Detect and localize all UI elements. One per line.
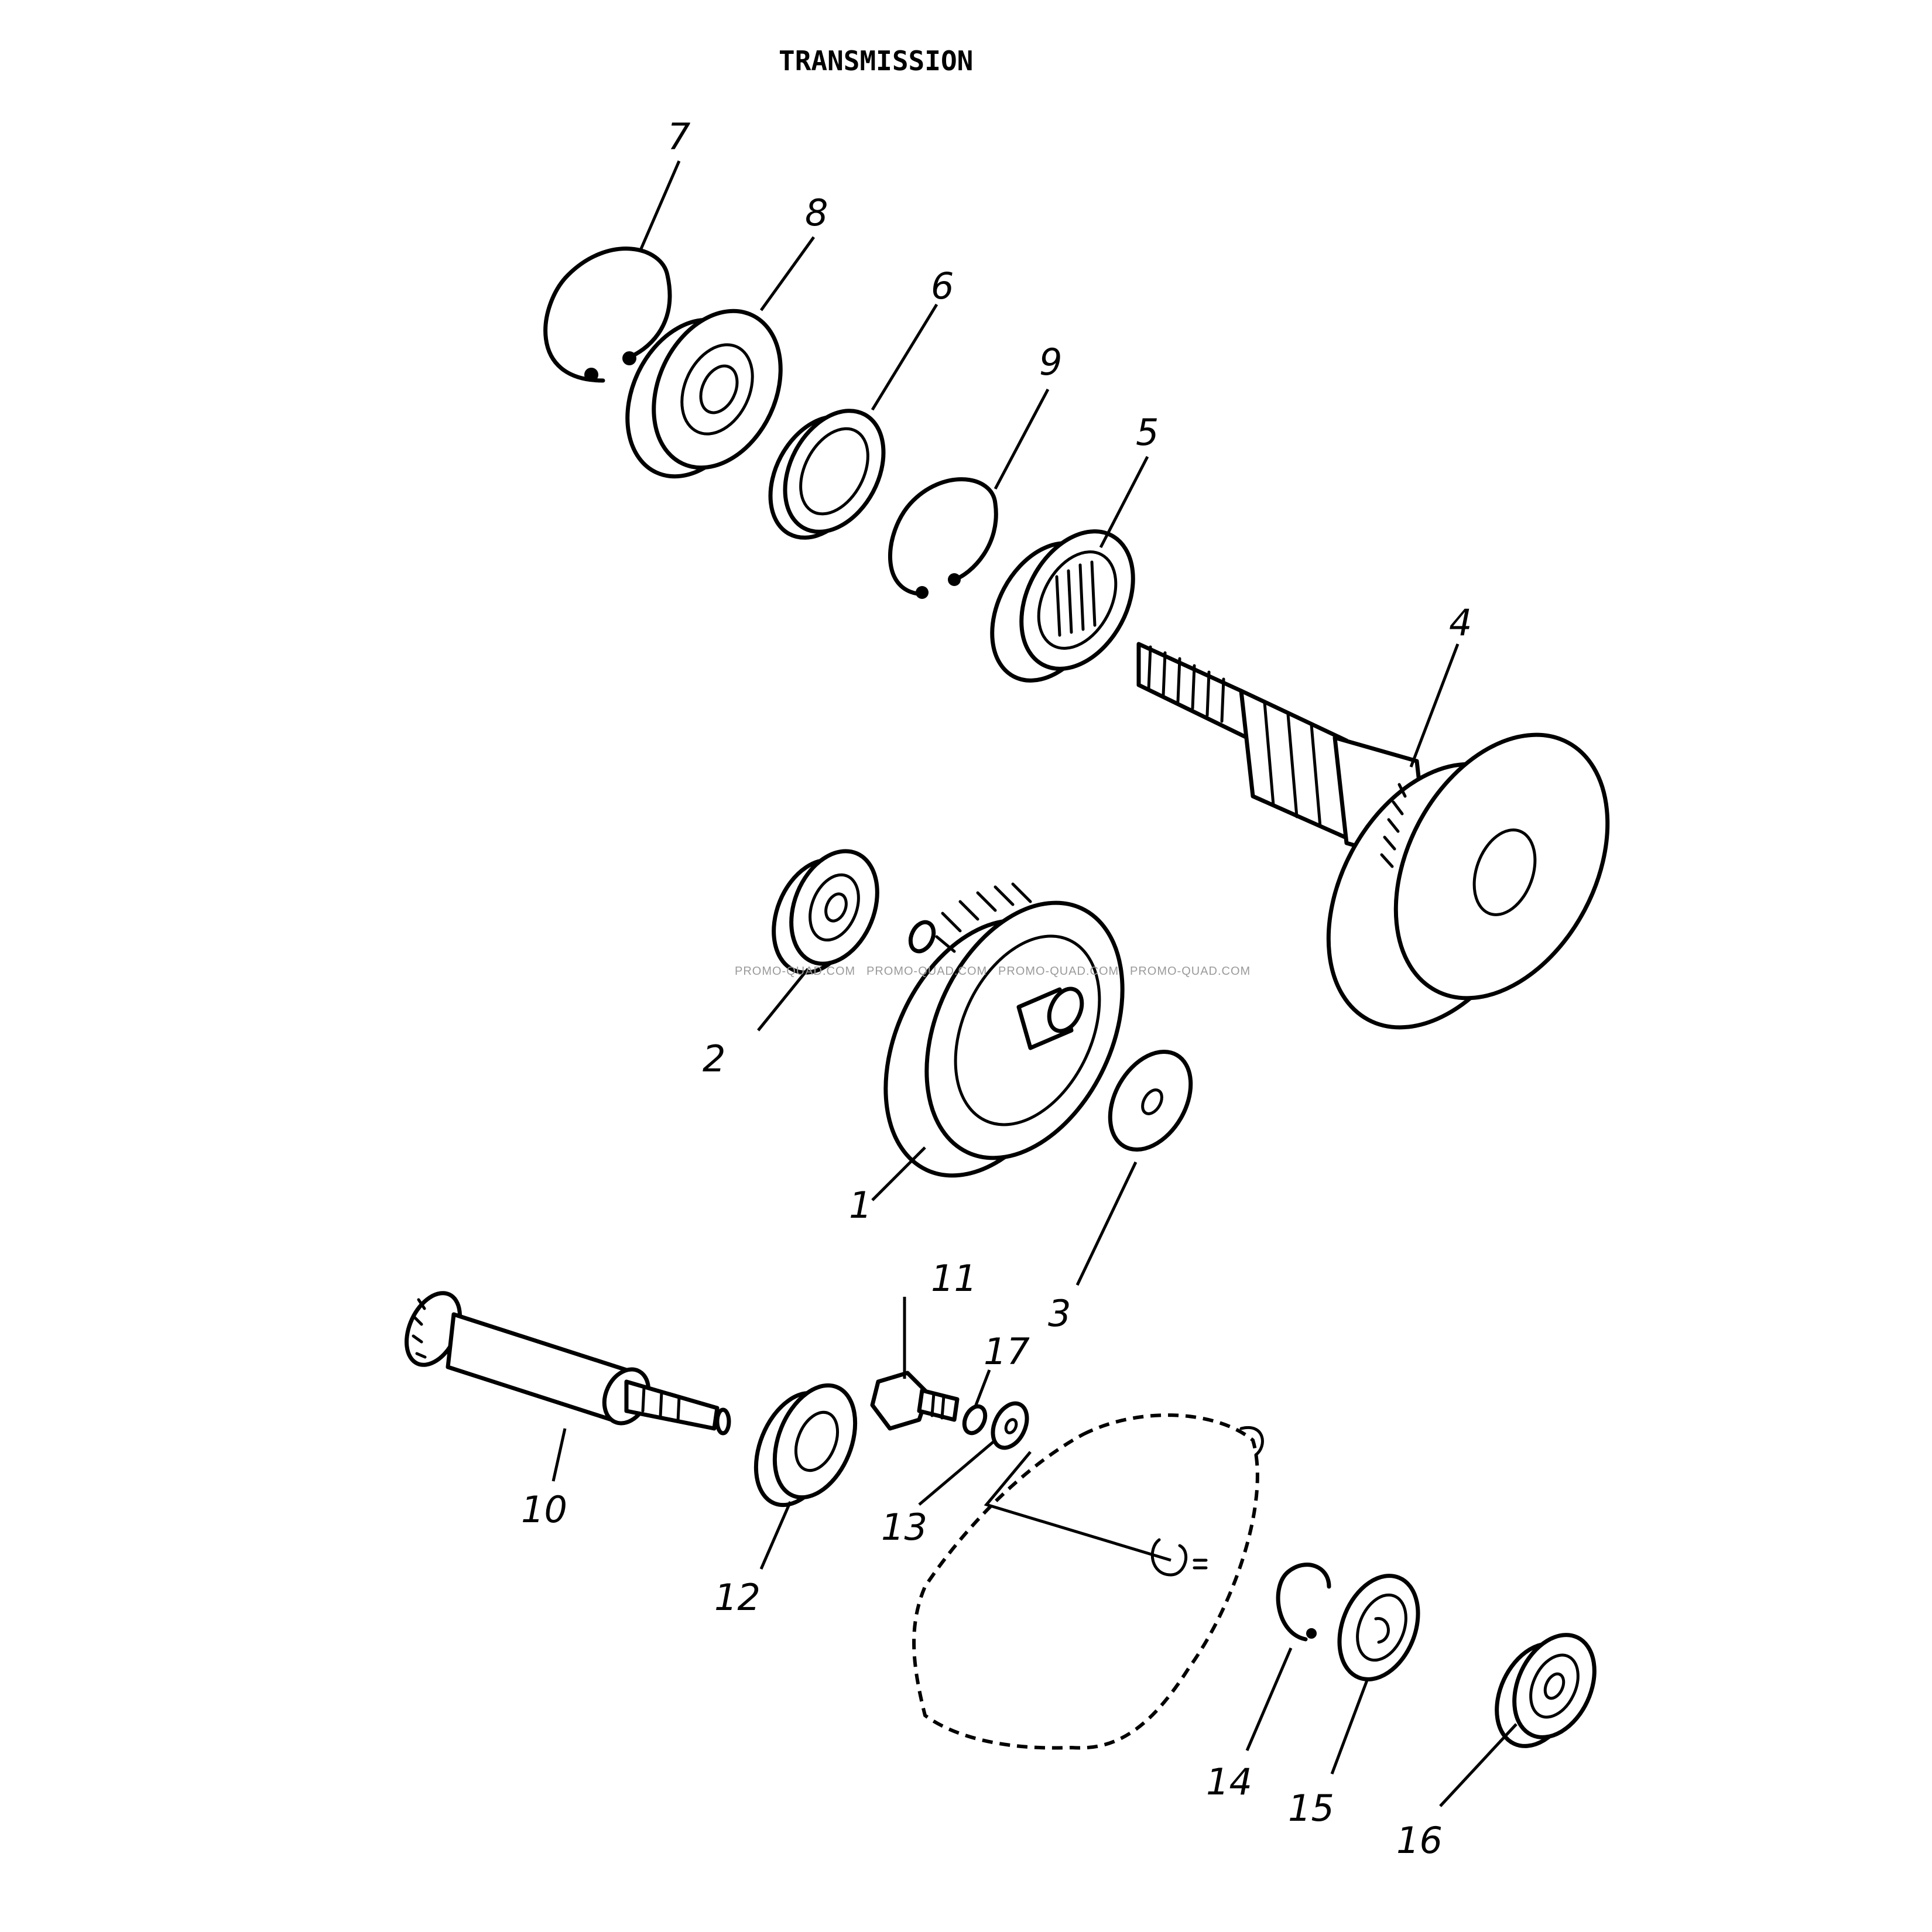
part-2-bearing	[772, 849, 879, 975]
part-8-ball-bearing	[625, 309, 783, 479]
callout-10: 10	[521, 1488, 567, 1531]
callout-11: 11	[931, 1257, 977, 1300]
watermark-text: PROMO-QUAD.COM	[1130, 965, 1251, 978]
callout-6: 6	[931, 265, 954, 307]
callout-4: 4	[1449, 601, 1472, 644]
diagram-title: TRANSMISSION	[779, 45, 973, 77]
part-4-shaft-gear	[1136, 642, 1610, 1030]
leader-lines	[551, 160, 1517, 1807]
callout-12: 12	[714, 1576, 761, 1619]
part-9-circlip	[888, 477, 998, 599]
watermark-text: PROMO-QUAD.COM	[735, 965, 855, 978]
part-14-circlip	[1276, 1563, 1331, 1642]
part-13-washer	[991, 1401, 1029, 1450]
part-16-bearing	[1495, 1633, 1597, 1748]
part-15-oil-seal	[1337, 1574, 1420, 1681]
part-11-bolt	[870, 1371, 960, 1431]
part-12-bearing	[753, 1383, 858, 1508]
callout-7: 7	[667, 115, 690, 158]
callout-1: 1	[849, 1184, 872, 1227]
callout-9: 9	[1039, 341, 1062, 383]
callout-17: 17	[984, 1330, 1030, 1373]
part-6-oil-seal	[768, 409, 886, 540]
callout-8: 8	[805, 191, 828, 234]
part-10-drive-shaft	[405, 1291, 731, 1436]
callout-13: 13	[881, 1506, 927, 1549]
callout-16: 16	[1396, 1819, 1443, 1862]
part-17-washer	[962, 1404, 988, 1436]
callout-2: 2	[703, 1037, 725, 1080]
part-7-circlip	[543, 246, 672, 383]
callout-15: 15	[1288, 1787, 1334, 1830]
watermark-strip: PROMO-QUAD.COM PROMO-QUAD.COM PROMO-QUAD…	[735, 965, 1251, 978]
callout-labels: 7 8 6 9 5 4 2 1 3 10 11 17 13 12 14 15 1…	[521, 115, 1472, 1862]
part-1-gear	[883, 882, 1125, 1178]
part-3-washer	[1108, 1049, 1193, 1152]
gasket-cover	[912, 1413, 1264, 1750]
watermark-text: PROMO-QUAD.COM	[866, 965, 987, 978]
callout-14: 14	[1206, 1760, 1252, 1803]
callout-3: 3	[1048, 1292, 1071, 1335]
callout-5: 5	[1136, 411, 1159, 454]
watermark-text: PROMO-QUAD.COM	[998, 965, 1119, 978]
part-5-needle-bearing	[990, 529, 1135, 683]
